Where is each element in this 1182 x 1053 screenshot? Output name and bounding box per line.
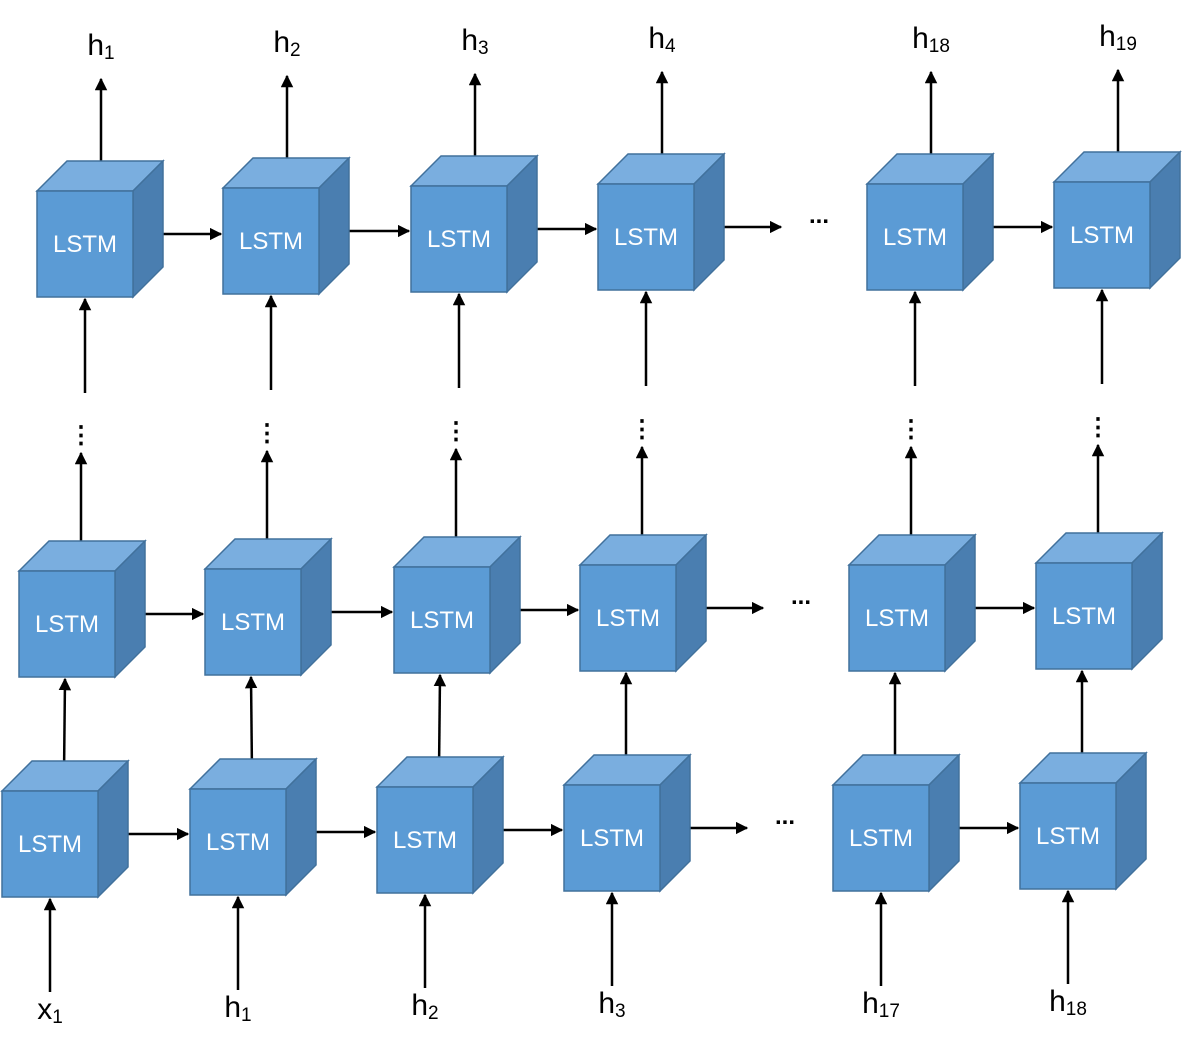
cube-front-face — [1, 790, 99, 898]
lstm-cell-bottom-2: LSTM — [188, 757, 318, 897]
arrow-bottom-to-middle-2 — [244, 675, 258, 774]
lstm-cell-label: LSTM — [1036, 823, 1100, 850]
lstm-cell-top-4: LSTM — [596, 152, 726, 292]
cube-front-face — [1035, 562, 1133, 670]
lstm-cell-label: LSTM — [239, 228, 303, 255]
lstm-cell-label: LSTM — [883, 224, 947, 251]
labels-layer: ......... x1 ⋮ h1 h1 ⋮ h2 h2 ⋮ h3 h3 ⋮ h4 h17 ⋮ h18 h18 ⋮… — [37, 20, 1137, 1028]
cube-front-face — [393, 566, 491, 674]
lstm-cell-label: LSTM — [1052, 603, 1116, 630]
cube-front-face — [1019, 782, 1117, 890]
cube-front-face — [410, 185, 508, 293]
vertical-ellipsis: ⋮ — [630, 416, 654, 443]
lstm-cell-label: LSTM — [614, 224, 678, 251]
cube-front-face — [204, 568, 302, 676]
output-label-3: h3 — [461, 24, 488, 59]
input-label-1: x1 — [37, 993, 63, 1028]
vertical-ellipsis: ⋮ — [255, 420, 279, 447]
input-label-5: h17 — [862, 987, 900, 1022]
vertical-ellipsis: ⋮ — [69, 422, 93, 449]
input-label-4: h3 — [598, 987, 625, 1022]
row-ellipsis: ... — [775, 803, 795, 830]
cube-front-face — [189, 788, 287, 896]
lstm-cell-label: LSTM — [53, 231, 117, 258]
cube-front-face — [597, 183, 695, 291]
lstm-cell-label: LSTM — [410, 607, 474, 634]
output-label-1: h1 — [87, 29, 114, 64]
vertical-ellipsis: ⋮ — [899, 416, 923, 443]
lstm-cell-bottom-4: LSTM — [562, 753, 692, 893]
lstm-cell-top-6: LSTM — [1052, 150, 1182, 290]
cube-front-face — [1053, 181, 1151, 289]
cube-front-face — [866, 183, 964, 291]
lstm-cell-label: LSTM — [18, 831, 82, 858]
lstm-cell-label: LSTM — [221, 609, 285, 636]
lstm-cell-label: LSTM — [206, 829, 270, 856]
lstm-cell-middle-1: LSTM — [17, 539, 147, 679]
lstm-cell-label: LSTM — [427, 226, 491, 253]
output-label-4: h4 — [648, 22, 676, 57]
lstm-cell-label: LSTM — [580, 825, 644, 852]
lstm-cell-label: LSTM — [849, 825, 913, 852]
cubes-layer: LSTM LSTM LSTM LSTM LSTM LSTM LSTM LSTM LSTM LSTM… — [0, 150, 1182, 899]
lstm-cell-middle-6: LSTM — [1034, 531, 1164, 671]
lstm-cell-bottom-1: LSTM — [0, 759, 130, 899]
lstm-cell-bottom-6: LSTM — [1018, 751, 1148, 891]
output-label-5: h18 — [912, 22, 950, 57]
output-label-6: h19 — [1099, 20, 1137, 55]
lstm-cell-label: LSTM — [596, 605, 660, 632]
lstm-cell-middle-5: LSTM — [847, 533, 977, 673]
row-ellipsis: ... — [791, 583, 811, 610]
input-label-6: h18 — [1049, 985, 1087, 1020]
lstm-cell-bottom-3: LSTM — [375, 755, 505, 895]
arrow-bottom-to-middle-1 — [58, 677, 72, 776]
cube-front-face — [18, 570, 116, 678]
cube-front-face — [579, 564, 677, 672]
input-label-3: h2 — [411, 989, 438, 1024]
lstm-cell-middle-3: LSTM — [392, 535, 522, 675]
lstm-cell-label: LSTM — [393, 827, 457, 854]
vertical-ellipsis: ⋮ — [444, 418, 468, 445]
lstm-cell-middle-4: LSTM — [578, 533, 708, 673]
lstm-cell-top-5: LSTM — [865, 152, 995, 292]
lstm-cell-top-2: LSTM — [221, 156, 351, 296]
cube-front-face — [563, 784, 661, 892]
cube-front-face — [848, 564, 946, 672]
vertical-ellipsis: ⋮ — [1086, 414, 1110, 441]
row-ellipsis: ... — [809, 202, 829, 229]
input-label-2: h1 — [224, 991, 251, 1026]
lstm-cell-top-3: LSTM — [409, 154, 539, 294]
output-label-2: h2 — [273, 26, 300, 61]
cube-front-face — [832, 784, 930, 892]
arrow-bottom-to-middle-3 — [433, 673, 447, 772]
cube-front-face — [36, 190, 134, 298]
lstm-cell-label: LSTM — [1070, 222, 1134, 249]
lstm-cell-bottom-5: LSTM — [831, 753, 961, 893]
lstm-cell-top-1: LSTM — [35, 159, 165, 299]
lstm-cell-label: LSTM — [865, 605, 929, 632]
cube-front-face — [222, 187, 320, 295]
lstm-cell-label: LSTM — [35, 611, 99, 638]
lstm-cell-middle-2: LSTM — [203, 537, 333, 677]
cube-front-face — [376, 786, 474, 894]
